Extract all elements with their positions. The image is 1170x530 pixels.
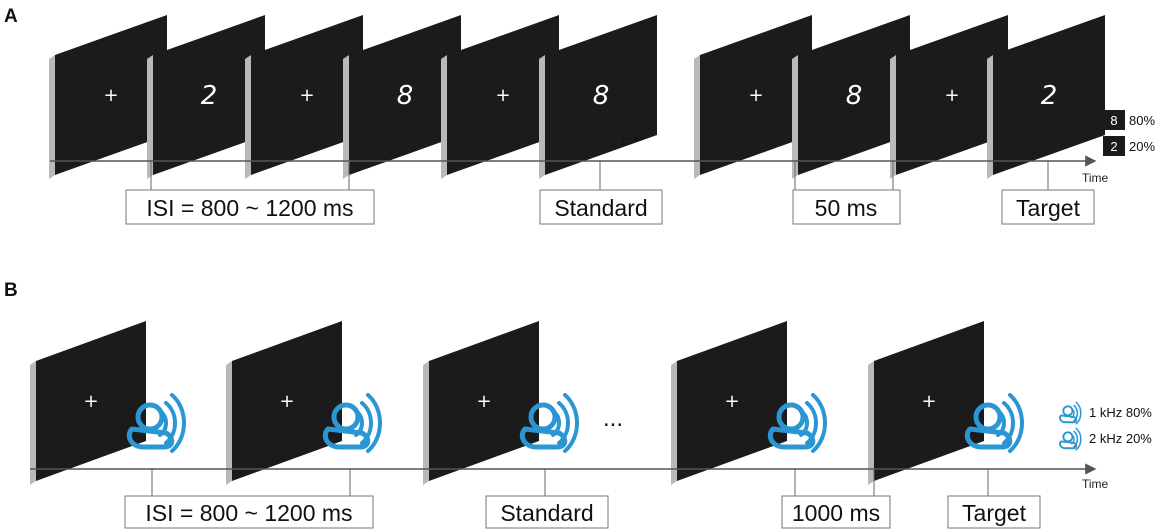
- digit-stimulus: 8: [397, 81, 414, 111]
- panel-letter-b: B: [4, 280, 18, 301]
- panel-a-screens: +2 +8 +8 +8 +2: [49, 15, 1105, 179]
- screen-face: [993, 15, 1105, 175]
- screen-edge: [671, 361, 677, 485]
- legend-symbol-2: 2: [1110, 139, 1117, 154]
- panel-a-target-box: [1001, 189, 1095, 225]
- screen-edge: [987, 55, 993, 179]
- panel-b-ticks: [151, 468, 989, 496]
- digit-stimulus: 2: [201, 81, 218, 111]
- legend-2khz: 2 kHz 20%: [1089, 431, 1152, 446]
- legend-swatch-8: [1103, 110, 1125, 130]
- screen-edge: [30, 361, 36, 485]
- fixation-cross: +: [944, 85, 959, 106]
- panel-letter-a: A: [4, 6, 18, 27]
- fixation-cross: +: [299, 85, 314, 106]
- screen-face: [677, 321, 787, 481]
- panel-a-screen: 8: [539, 15, 657, 179]
- screen-face: [545, 15, 657, 175]
- panel-b-screen: +: [868, 321, 984, 485]
- screen-face: [153, 15, 265, 175]
- panel-a-screen: 8: [792, 15, 910, 179]
- screen-edge: [49, 55, 55, 179]
- panel-a-ticks: [150, 160, 1049, 190]
- panel-b-target-box: [947, 495, 1041, 529]
- screen-edge: [226, 361, 232, 485]
- legend-percent-20: 20%: [1129, 139, 1155, 154]
- speaker-icon: [1059, 427, 1082, 451]
- panel-b-standard-label: Standard: [500, 500, 593, 526]
- panel-a-screen: +: [694, 15, 812, 179]
- panel-a-legend: 8 80% 2 20%: [1103, 110, 1155, 156]
- screen-face: [429, 321, 539, 481]
- panel-a-screen: +: [890, 15, 1008, 179]
- screen-edge: [792, 55, 798, 179]
- fixation-cross: +: [476, 391, 491, 412]
- panel-b-screens: + + + + +: [30, 321, 1022, 485]
- fixation-cross: +: [921, 391, 936, 412]
- legend-1khz: 1 kHz 80%: [1089, 405, 1152, 420]
- screen-face: [798, 15, 910, 175]
- panel-a-ellipsis: ...: [620, 119, 640, 146]
- panel-b-standard-box: [485, 495, 609, 529]
- digit-stimulus: 2: [1041, 81, 1058, 111]
- fixation-cross: +: [495, 85, 510, 106]
- screen-edge: [539, 55, 545, 179]
- screen-face: [874, 321, 984, 481]
- panel-b-target-label: Target: [962, 500, 1027, 526]
- panel-a-screen: +: [245, 15, 363, 179]
- panel-a-screen: 8: [343, 15, 461, 179]
- panel-a-isi-label: ISI = 800 ~ 1200 ms: [146, 195, 353, 221]
- panel-b-time-label: Time: [1082, 477, 1109, 491]
- screen-face: [232, 321, 342, 481]
- fixation-cross: +: [279, 391, 294, 412]
- digit-stimulus: 8: [593, 81, 610, 111]
- panel-b-screen: +: [671, 321, 787, 485]
- panel-a-duration-label: 50 ms: [815, 195, 878, 221]
- screen-edge: [423, 361, 429, 485]
- panel-b-screen: +: [423, 321, 539, 485]
- panel-b-duration-box: [781, 495, 891, 529]
- screen-face: [447, 15, 559, 175]
- screen-face: [36, 321, 146, 481]
- legend-symbol-8: 8: [1110, 113, 1117, 128]
- fixation-cross: +: [103, 85, 118, 106]
- panel-b-screen: +: [30, 321, 146, 485]
- panel-b-isi-label: ISI = 800 ~ 1200 ms: [145, 500, 352, 526]
- panel-b-isi-box: [124, 495, 374, 529]
- screen-face: [349, 15, 461, 175]
- panel-a-standard-box: [539, 189, 663, 225]
- panel-a-screen: 2: [147, 15, 265, 179]
- panel-a-screen: +: [441, 15, 559, 179]
- panel-b-duration-label: 1000 ms: [792, 500, 880, 526]
- screen-face: [896, 15, 1008, 175]
- legend-percent-80: 80%: [1129, 113, 1155, 128]
- panel-a-target-label: Target: [1016, 195, 1081, 221]
- panel-a-screen: 2: [987, 15, 1105, 179]
- panel-a-isi-box: [125, 189, 375, 225]
- fixation-cross: +: [83, 391, 98, 412]
- screen-face: [55, 15, 167, 175]
- screen-edge: [441, 55, 447, 179]
- panel-b-legend: 1 kHz 80% 2 kHz 20%: [1059, 401, 1152, 451]
- screen-face: [251, 15, 363, 175]
- screen-edge: [245, 55, 251, 179]
- panel-a-screen: +: [49, 15, 167, 179]
- legend-swatch-2: [1103, 136, 1125, 156]
- screen-edge: [890, 55, 896, 179]
- speaker-icon: [1059, 401, 1082, 425]
- digit-stimulus: 8: [846, 81, 863, 111]
- screen-face: [700, 15, 812, 175]
- panel-b-ellipsis: ...: [603, 405, 623, 432]
- panel-a-duration-box: [792, 189, 901, 225]
- screen-edge: [694, 55, 700, 179]
- fixation-cross: +: [748, 85, 763, 106]
- screen-edge: [343, 55, 349, 179]
- panel-a-standard-label: Standard: [554, 195, 647, 221]
- fixation-cross: +: [724, 391, 739, 412]
- screen-edge: [147, 55, 153, 179]
- panel-a-time-label: Time: [1082, 171, 1109, 185]
- panel-b-screen: +: [226, 321, 342, 485]
- screen-edge: [868, 361, 874, 485]
